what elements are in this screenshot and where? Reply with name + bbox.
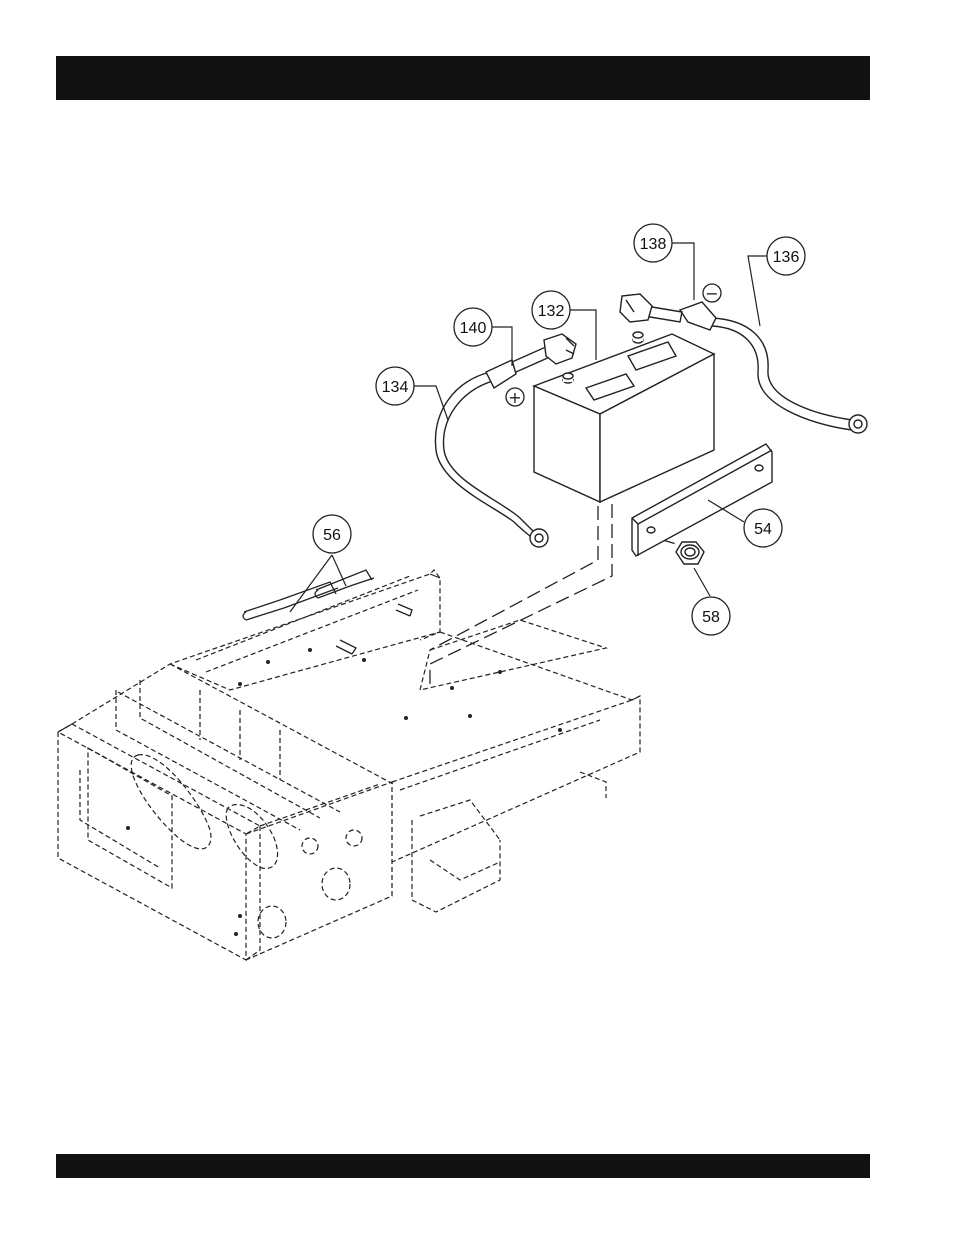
callout-136-label: 136 (773, 249, 800, 266)
callout-138: 138 (634, 224, 672, 262)
callout-56: 56 (313, 515, 351, 553)
callout-54-label: 54 (754, 521, 772, 538)
footer-bar (56, 1154, 870, 1178)
negative-symbol-text: − (705, 284, 718, 303)
callout-132: 132 (532, 291, 570, 329)
positive-symbol-text: + (508, 388, 521, 407)
frame-holes (126, 648, 562, 936)
callout-134-label: 134 (382, 379, 409, 396)
callout-140: 140 (454, 308, 492, 346)
frame-assembly (58, 570, 640, 960)
callout-136: 136 (767, 237, 805, 275)
callout-132-label: 132 (538, 303, 565, 320)
callout-134: 134 (376, 367, 414, 405)
callout-58-label: 58 (702, 609, 720, 626)
j-bolts (243, 570, 412, 654)
callout-138-label: 138 (640, 236, 667, 253)
callout-56-label: 56 (323, 527, 341, 544)
positive-symbol: + (506, 388, 524, 407)
hex-nut (676, 542, 704, 564)
negative-symbol: − (703, 284, 721, 303)
callout-58: 58 (692, 597, 730, 635)
callout-140-label: 140 (460, 320, 487, 337)
callout-54: 54 (744, 509, 782, 547)
